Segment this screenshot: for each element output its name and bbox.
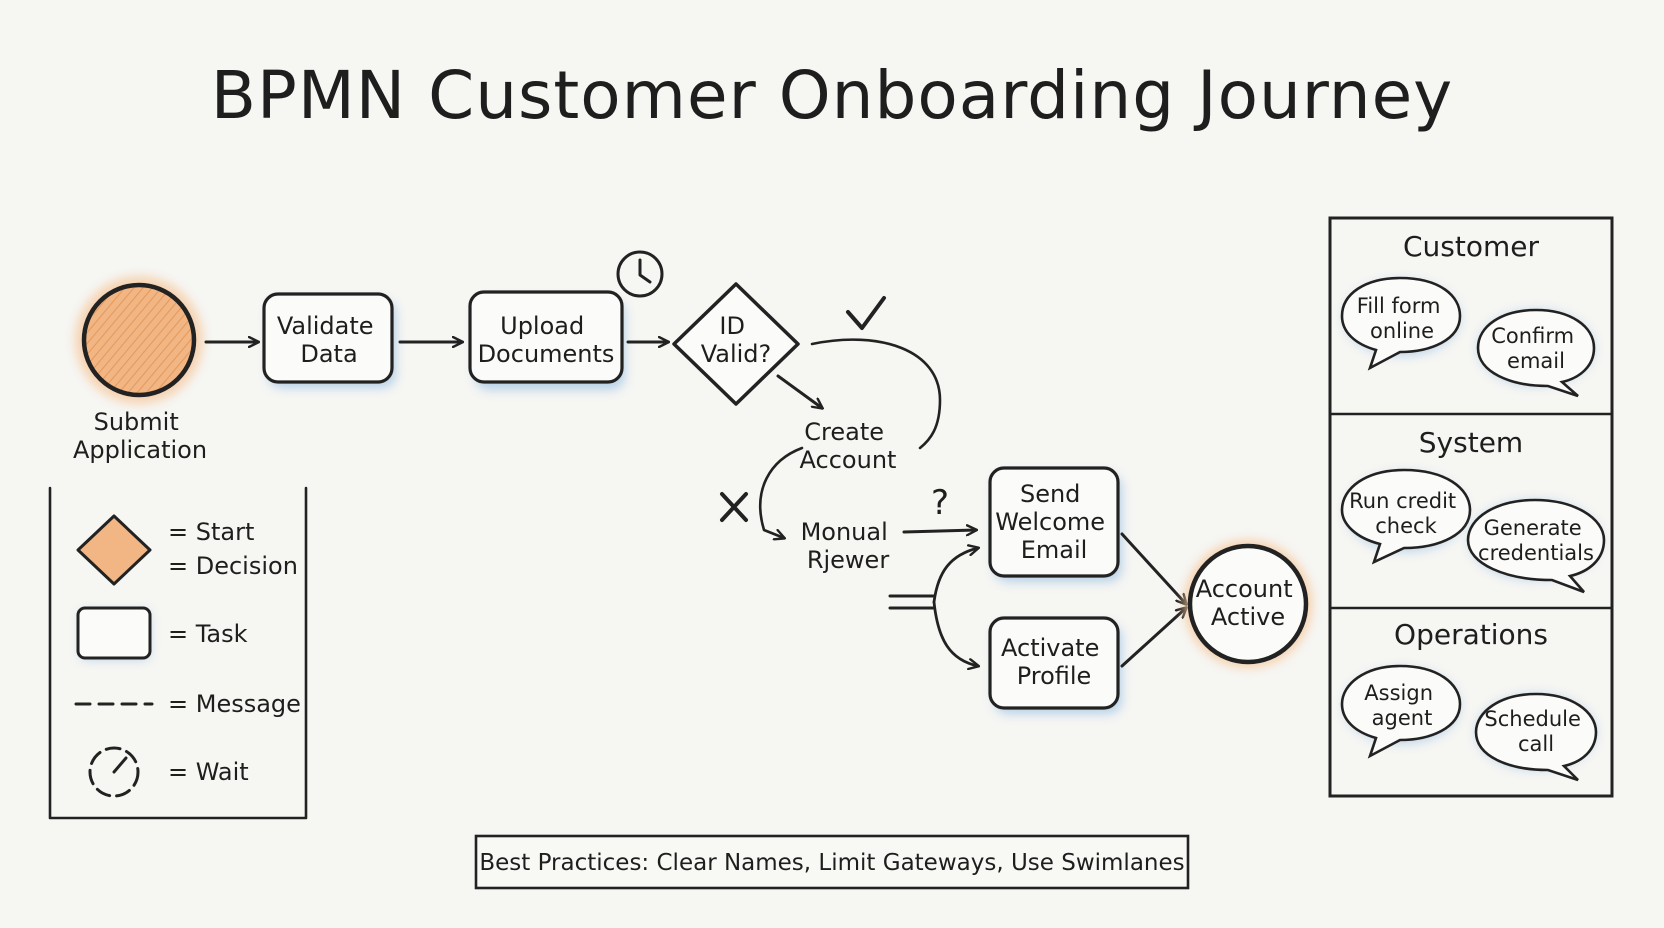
checkmark-icon	[846, 296, 886, 330]
svg-text:Run credit check: Run credit check	[1349, 489, 1463, 538]
svg-text:ID Valid?: ID Valid?	[701, 312, 772, 368]
validate-label-line1: Validate	[277, 312, 374, 340]
svg-text:Generate credentials: Generate credentials	[1478, 516, 1594, 565]
end-event-line2: Active	[1211, 603, 1285, 631]
upload-label-line2: Documents	[478, 340, 615, 368]
activate-label-line1: Activate	[1001, 634, 1099, 662]
svg-text:Account Active: Account Active	[1196, 575, 1301, 631]
bubble-fill-form: Fill form online	[1340, 276, 1462, 371]
best-practices-banner: Best Practices: Clear Names, Limit Gatew…	[474, 834, 1190, 890]
legend-diamond-icon	[76, 514, 152, 586]
start-event-label-line1: Submit	[94, 408, 179, 436]
bubble-confirm-email: Confirm email	[1476, 308, 1596, 398]
swimlanes: Customer Fill form online Confirm email …	[1328, 216, 1614, 798]
sequence-flow-valid-branch	[810, 338, 942, 450]
legend-wait-icon	[88, 746, 140, 798]
sequence-flow-review-welcome	[902, 530, 976, 532]
manual-review-line1: Monual	[801, 518, 888, 546]
sequence-flow-gateway-create	[776, 374, 822, 408]
lane-title-customer: Customer	[1403, 230, 1539, 263]
start-event-label-line2: Application	[73, 436, 207, 464]
parallel-split	[888, 548, 978, 666]
legend-task-icon	[76, 606, 152, 660]
page-title: BPMN Customer Onboarding Journey	[211, 57, 1454, 134]
activate-label-line2: Profile	[1017, 662, 1092, 690]
svg-text:Upload Documents: Upload Documents	[478, 312, 615, 368]
end-event-line1: Account	[1196, 575, 1293, 603]
svg-text:Submit Application: Submit Application	[73, 408, 207, 464]
bubble-assign-agent: Assign agent	[1340, 664, 1462, 759]
create-account-line1: Create	[804, 418, 884, 446]
manual-review-line2: Rjewer	[807, 546, 890, 574]
legend: = Start = Decision = Task = Message = Wa…	[48, 486, 308, 820]
legend-start-label: = Start	[168, 518, 254, 546]
bubble-generate-credentials: Generate credentials	[1466, 498, 1606, 594]
svg-text:Fill form online: Fill form online	[1357, 294, 1447, 343]
best-practices-text: Best Practices: Clear Names, Limit Gatew…	[479, 850, 1184, 876]
sequence-flow-activate-end	[1120, 608, 1186, 668]
start-event: Submit Application	[73, 276, 207, 464]
svg-text:Confirm email: Confirm email	[1491, 324, 1580, 373]
sequence-flow-reject-branch	[759, 446, 804, 538]
create-account-label: Create Account	[800, 418, 897, 474]
bubble-run-credit-check: Run credit check	[1340, 468, 1472, 565]
lane-title-system: System	[1419, 426, 1523, 459]
svg-text:Validate Data: Validate Data	[277, 312, 381, 368]
gateway-label-line1: ID	[719, 312, 745, 340]
end-event: Account Active	[1184, 540, 1312, 668]
legend-message-label: = Message	[168, 690, 301, 718]
svg-text:Activate Profile: Activate Profile	[1001, 634, 1107, 690]
welcome-label-line3: Email	[1021, 536, 1088, 564]
gateway-label-line2: Valid?	[701, 340, 772, 368]
manual-review-label: Monual Rjewer	[801, 518, 896, 574]
upload-documents-task: Upload Documents	[468, 290, 625, 390]
create-account-line2: Account	[800, 446, 897, 474]
legend-decision-label: = Decision	[168, 552, 298, 580]
svg-text:Send Welcome Email: Send Welcome Email	[995, 480, 1112, 564]
send-welcome-email-task: Send Welcome Email	[988, 466, 1122, 582]
activate-profile-task: Activate Profile	[988, 616, 1122, 714]
cross-icon	[720, 492, 748, 522]
question-mark: ?	[931, 483, 949, 523]
legend-wait-label: = Wait	[168, 758, 249, 786]
bubble-schedule-call: Schedule call	[1474, 692, 1598, 782]
welcome-label-line2: Welcome	[995, 508, 1105, 536]
validate-data-task: Validate Data	[262, 292, 396, 388]
clock-icon	[616, 250, 664, 298]
sequence-flow-welcome-end	[1120, 532, 1186, 604]
svg-text:Schedule call: Schedule call	[1484, 707, 1587, 756]
svg-text:Assign agent: Assign agent	[1364, 681, 1439, 730]
validate-label-line2: Data	[300, 340, 357, 368]
upload-label-line1: Upload	[500, 312, 584, 340]
id-valid-gateway: ID Valid?	[672, 282, 800, 406]
welcome-label-line1: Send	[1020, 480, 1080, 508]
lane-title-operations: Operations	[1394, 618, 1548, 651]
legend-task-label: = Task	[168, 620, 248, 648]
